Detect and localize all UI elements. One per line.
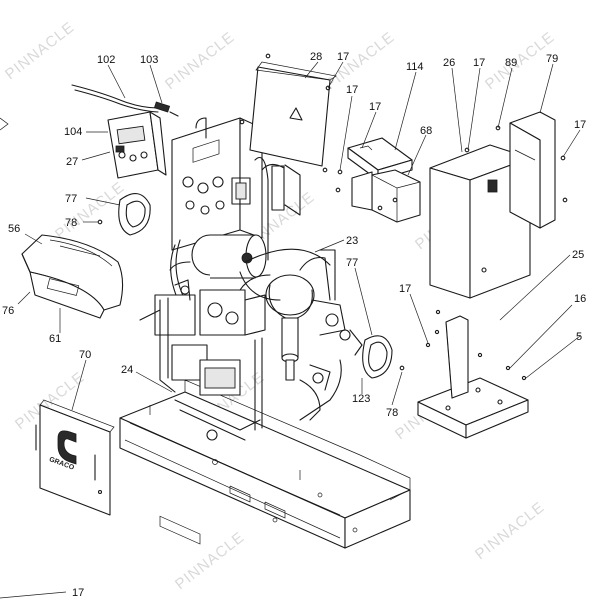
watermark: PINNACLE	[322, 29, 398, 94]
callout-27: 27	[66, 156, 78, 168]
hose-assembly	[239, 248, 342, 421]
watermark: PINNACLE	[52, 179, 128, 244]
motor-pump-unit	[139, 234, 363, 381]
motor-shroud-56	[21, 234, 124, 319]
callout-123: 123	[352, 393, 370, 405]
callout-77a: 77	[65, 193, 77, 205]
cable-102	[71, 84, 179, 117]
callout-78a: 78	[65, 217, 77, 229]
top-cover-28	[239, 53, 337, 173]
mounting-base-25	[417, 309, 529, 439]
callout-17c: 17	[473, 57, 485, 69]
callout-17b: 17	[346, 84, 358, 96]
callout-17d: 17	[574, 119, 586, 131]
callout-5: 5	[576, 331, 582, 343]
callout-61: 61	[49, 333, 61, 345]
callout-16: 16	[574, 293, 586, 305]
display-module-104	[107, 111, 167, 179]
callout-56: 56	[8, 223, 20, 235]
callout-68: 68	[420, 125, 432, 137]
guard-ring-77a	[118, 193, 151, 236]
callout-17g: 17	[72, 587, 84, 599]
door-panel-70: GRACO	[35, 399, 115, 516]
callout-24: 24	[121, 364, 133, 376]
screw-78b	[399, 365, 405, 371]
bracket-68	[335, 169, 421, 223]
callout-89: 89	[505, 57, 517, 69]
watermark: PINNACLE	[172, 529, 248, 594]
callout-77b: 77	[346, 257, 358, 269]
callout-78b: 78	[386, 407, 398, 419]
lower-frame	[159, 297, 331, 441]
watermark: PINNACLE	[472, 499, 548, 564]
callout-17f: 17	[399, 283, 411, 295]
left-edge-mark	[0, 117, 9, 131]
watermark: PINNACLE	[2, 19, 78, 84]
base-frame	[119, 379, 411, 549]
callout-104: 104	[64, 126, 82, 138]
callout-25: 25	[572, 249, 584, 261]
callout-17a: 17	[337, 51, 349, 63]
callout-17e: 17	[369, 101, 381, 113]
callout-28: 28	[310, 51, 322, 63]
callout-102: 102	[97, 54, 115, 66]
guard-ring-77b	[362, 335, 393, 379]
callout-103: 103	[140, 54, 158, 66]
watermark: PINNACLE	[162, 29, 238, 94]
callout-114: 114	[406, 61, 424, 73]
callout-79: 79	[546, 53, 558, 65]
screw-78a	[97, 219, 103, 225]
callout-26: 26	[443, 57, 455, 69]
callout-layer: 102 103 28 17 104 27 17 114 26 17 89 79 …	[0, 51, 586, 599]
callout-23: 23	[346, 235, 358, 247]
side-cover-79	[509, 111, 568, 229]
graco-logo: GRACO	[48, 430, 77, 472]
callout-70: 70	[79, 349, 91, 361]
callout-76: 76	[2, 305, 14, 317]
